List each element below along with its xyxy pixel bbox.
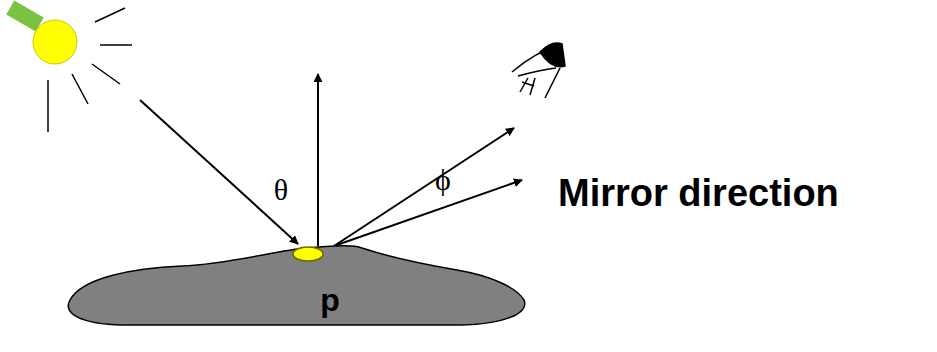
lamp-base [6,1,43,32]
point-label: p [320,282,340,319]
ray-arrows [140,74,522,246]
surface-outline [62,238,528,328]
surface-shape: p [62,238,528,328]
light-source [6,1,132,132]
angle-theta: θ [274,173,288,207]
surface-fill [68,246,525,325]
normal-vector [317,74,319,246]
point-spot [293,247,323,261]
eye-icon [512,43,565,98]
view-ray [334,128,514,246]
mirror-ray [334,180,522,246]
mirror-direction-label: Mirror direction [558,172,839,215]
angle-phi: ϕ [435,163,451,197]
light-rays [48,8,132,132]
incident-ray [140,100,298,244]
sun-circle [33,20,77,64]
